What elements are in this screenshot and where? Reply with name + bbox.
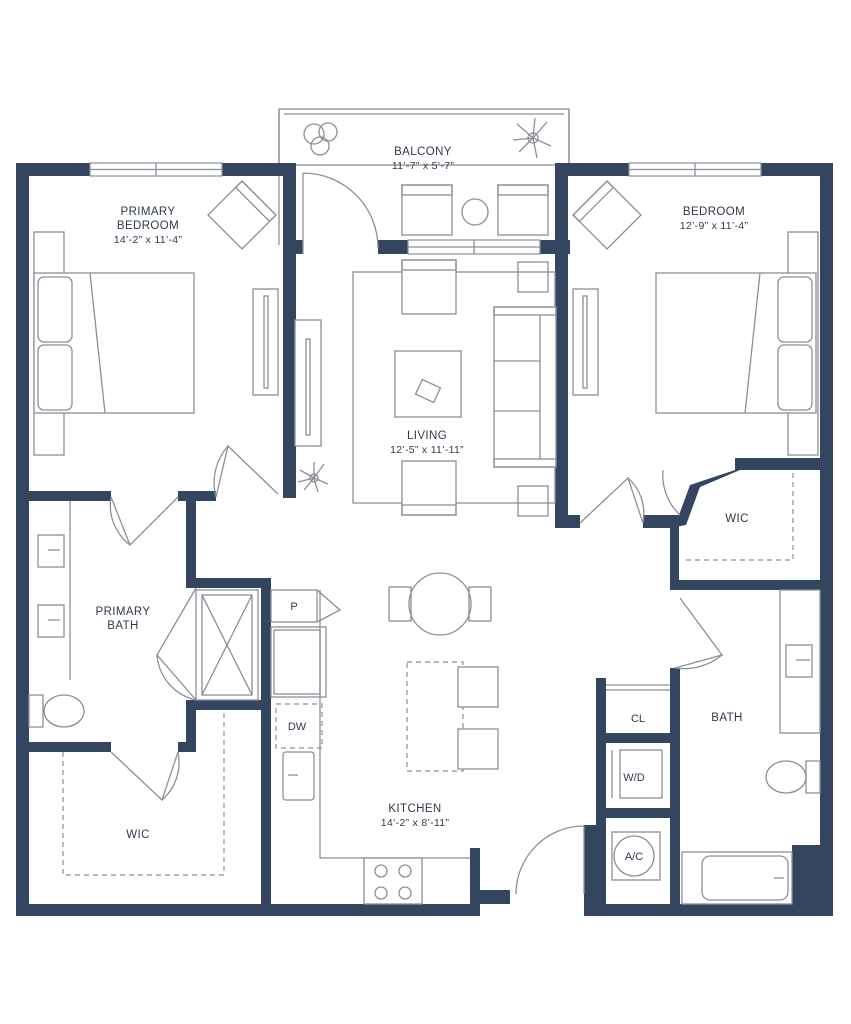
kitchen-dims: 14’-2” x 8’-11”: [381, 817, 450, 829]
kitchen-fixtures: [270, 589, 470, 905]
closet-stack: [606, 684, 670, 881]
living-dims: 12’-5” x 11’-11”: [390, 444, 464, 456]
primary-bedroom-furniture: [33, 180, 279, 456]
room-labels: BALCONY 11’-7” x 5’-7” PRIMARY BEDROOM 1…: [96, 146, 749, 863]
living-furniture: [294, 259, 557, 517]
closet-label: CL: [631, 713, 645, 725]
plant-icon: [297, 462, 329, 493]
dining-furniture: [388, 572, 499, 772]
pantry-label: P: [290, 601, 297, 613]
wic-left-label: WIC: [126, 829, 150, 841]
balcony-dims: 11’-7” x 5’-7”: [392, 160, 455, 172]
wic-right-label: WIC: [725, 513, 749, 525]
bath-fixtures: [681, 589, 821, 905]
primary-bedroom-label-2: BEDROOM: [117, 220, 179, 232]
balcony-area: [278, 108, 570, 245]
wic-right-closet: [686, 470, 794, 561]
washer-dryer-label: W/D: [623, 772, 644, 784]
palm-plant-icon: [512, 117, 552, 159]
ac-label: A/C: [625, 851, 643, 863]
primary-bath-label-1: PRIMARY: [96, 606, 151, 618]
bedroom-furniture: [572, 180, 819, 456]
balcony-furniture: [303, 117, 552, 236]
bedroom-dims: 12’-9” x 11’-4”: [680, 220, 749, 232]
living-label: LIVING: [407, 430, 447, 442]
walls: [16, 163, 833, 916]
primary-bedroom-dims: 14’-2” x 11’-4”: [114, 234, 183, 246]
plant-icon: [303, 122, 338, 156]
primary-bath-label-2: BATH: [107, 620, 138, 632]
dishwasher-label: DW: [288, 721, 307, 733]
balcony-label: BALCONY: [394, 146, 452, 158]
bath-label: BATH: [711, 712, 742, 724]
windows: [89, 162, 762, 255]
bedroom-label: BEDROOM: [683, 206, 745, 218]
wic-left-closet: [62, 710, 225, 876]
primary-bath-fixtures: [28, 501, 259, 728]
primary-bedroom-label-1: PRIMARY: [121, 206, 176, 218]
doors: [109, 172, 724, 895]
kitchen-label: KITCHEN: [388, 803, 441, 815]
